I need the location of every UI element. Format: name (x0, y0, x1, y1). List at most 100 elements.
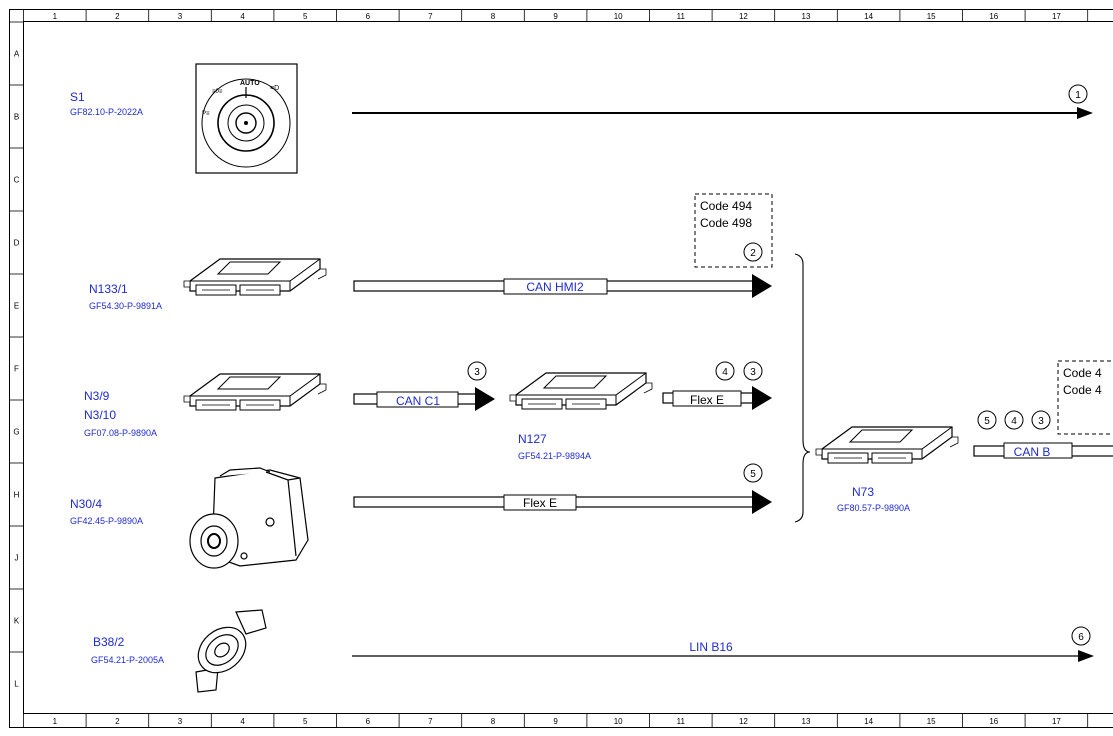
grid-col-label-bottom: 17 (1052, 717, 1061, 726)
grid-col-label-bottom: 15 (927, 717, 936, 726)
n133-1-doc-ref: GF54.30-P-9891A (89, 301, 162, 311)
grid-col-label-top: 7 (428, 12, 433, 21)
grid-col-label-top: 16 (989, 12, 998, 21)
n133-1-id: N133/1 (89, 282, 128, 296)
grid-col-label-top: 3 (178, 12, 183, 21)
grid-col-label-top: 17 (1052, 12, 1061, 21)
n3-9-id: N3/9 (84, 389, 110, 403)
n127-doc-ref: GF54.21-P-9894A (518, 451, 591, 461)
marker-3-flex: 3 (750, 367, 756, 378)
grid-col-label-bottom: 2 (115, 717, 120, 726)
flex-e-n30-arrowhead (752, 490, 772, 514)
n30-4-id: N30/4 (70, 497, 102, 511)
marker-5-canb: 5 (984, 416, 990, 427)
grid-col-label-bottom: 7 (428, 717, 433, 726)
grid-row-label: G (13, 428, 19, 437)
grid-row-label: A (14, 50, 20, 59)
n3-10-id: N3/10 (84, 408, 116, 422)
grid-col-label-bottom: 5 (303, 717, 308, 726)
s1-p-label: P≡ (202, 111, 210, 117)
grid-col-label-top: 2 (115, 12, 120, 21)
s1-light-switch-icon: AUTO ≡D ≡0≡ P≡ (195, 63, 298, 174)
n127-id: N127 (518, 432, 547, 446)
grid-col-label-bottom: 1 (53, 717, 58, 726)
n3-doc-ref: GF07.08-P-9890A (84, 428, 157, 438)
s1-id: S1 (70, 90, 85, 104)
lin-b16-arrowhead (1078, 650, 1094, 662)
grid-col-label-top: 5 (303, 12, 308, 21)
marker-3-canc1: 3 (474, 367, 480, 378)
lin-b16-label: LIN B16 (689, 640, 733, 654)
grid-col-label-bottom: 13 (802, 717, 811, 726)
grid-row-label: H (14, 491, 20, 500)
n30-4-esp-unit-icon (189, 467, 309, 569)
marker-4-flex: 4 (722, 367, 728, 378)
grid-col-label-top: 4 (240, 12, 245, 21)
code-494: Code 494 (700, 199, 752, 213)
grid-col-label-bottom: 16 (989, 717, 998, 726)
grid-col-label-bottom: 8 (491, 717, 496, 726)
code-box-494-498 (694, 193, 773, 268)
grid-col-label-top: 14 (864, 12, 873, 21)
grid-col-label-bottom: 9 (553, 717, 558, 726)
n3-ecu-icon (183, 373, 327, 411)
grid-col-label-bottom: 10 (614, 717, 623, 726)
grid-col-label-bottom: 4 (240, 717, 245, 726)
grid-labels: 1122334455667788991010111112121313141415… (13, 12, 1061, 726)
grid-inner-border (23, 21, 1113, 714)
n133-1-ecu-icon (183, 258, 327, 296)
grid-col-label-top: 9 (553, 12, 558, 21)
grid-row-label: K (14, 617, 20, 626)
marker-4-canb: 4 (1011, 416, 1017, 427)
b38-2-id: B38/2 (93, 635, 125, 649)
grid-col-label-bottom: 14 (864, 717, 873, 726)
can-c1-arrowhead (475, 387, 495, 411)
grid-row-label: F (14, 365, 19, 374)
b38-2-doc-ref: GF54.21-P-2005A (91, 655, 164, 665)
grid-col-label-top: 13 (802, 12, 811, 21)
grid-col-label-top: 12 (739, 12, 748, 21)
n127-ecu-icon (509, 372, 653, 410)
grid-col-label-bottom: 12 (739, 717, 748, 726)
grid-row-label: E (14, 302, 19, 311)
grid-col-label-top: 15 (927, 12, 936, 21)
code-4-a: Code 4 (1063, 366, 1102, 380)
grid-col-label-bottom: 3 (178, 717, 183, 726)
grid-col-label-top: 8 (491, 12, 496, 21)
can-hmi2-label: CAN HMI2 (526, 280, 584, 294)
grid-col-label-top: 6 (366, 12, 371, 21)
grid-ticks (9, 9, 1089, 728)
bus-merge-brace (794, 253, 811, 523)
n73-doc-ref: GF80.57-P-9890A (837, 503, 910, 513)
s1-doc-ref: GF82.10-P-2022A (70, 107, 143, 117)
s1-auto-label: AUTO (240, 80, 260, 87)
b38-2-sensor-icon (195, 609, 267, 693)
marker-5-flexe: 5 (750, 469, 756, 480)
flex-e-n30-label: Flex E (523, 496, 557, 510)
n73-id: N73 (852, 485, 874, 499)
flex-e-n127-arrowhead (752, 386, 772, 410)
sheet-border (9, 9, 1113, 728)
can-b-label: CAN B (1014, 445, 1051, 459)
code-498: Code 498 (700, 216, 752, 230)
marker-1: 1 (1075, 90, 1081, 101)
grid-row-label: B (14, 113, 19, 122)
grid-col-label-top: 11 (677, 12, 686, 21)
grid-col-label-top: 10 (614, 12, 623, 21)
flex-e-n127-label: Flex E (690, 393, 724, 407)
marker-6: 6 (1078, 632, 1084, 643)
can-hmi2-arrowhead (752, 274, 772, 298)
n73-ecu-icon (815, 426, 959, 464)
marker-2: 2 (750, 248, 756, 259)
n30-4-doc-ref: GF42.45-P-9890A (70, 516, 143, 526)
s1-parking-label: ≡0≡ (212, 89, 223, 95)
can-c1-label: CAN C1 (396, 394, 440, 408)
grid-row-label: C (14, 176, 20, 185)
grid-col-label-bottom: 6 (366, 717, 371, 726)
code-4-b: Code 4 (1063, 383, 1102, 397)
s1-arrowhead (1077, 107, 1093, 119)
grid-col-label-top: 1 (53, 12, 58, 21)
grid-row-label: D (14, 239, 20, 248)
grid-col-label-bottom: 11 (677, 717, 686, 726)
